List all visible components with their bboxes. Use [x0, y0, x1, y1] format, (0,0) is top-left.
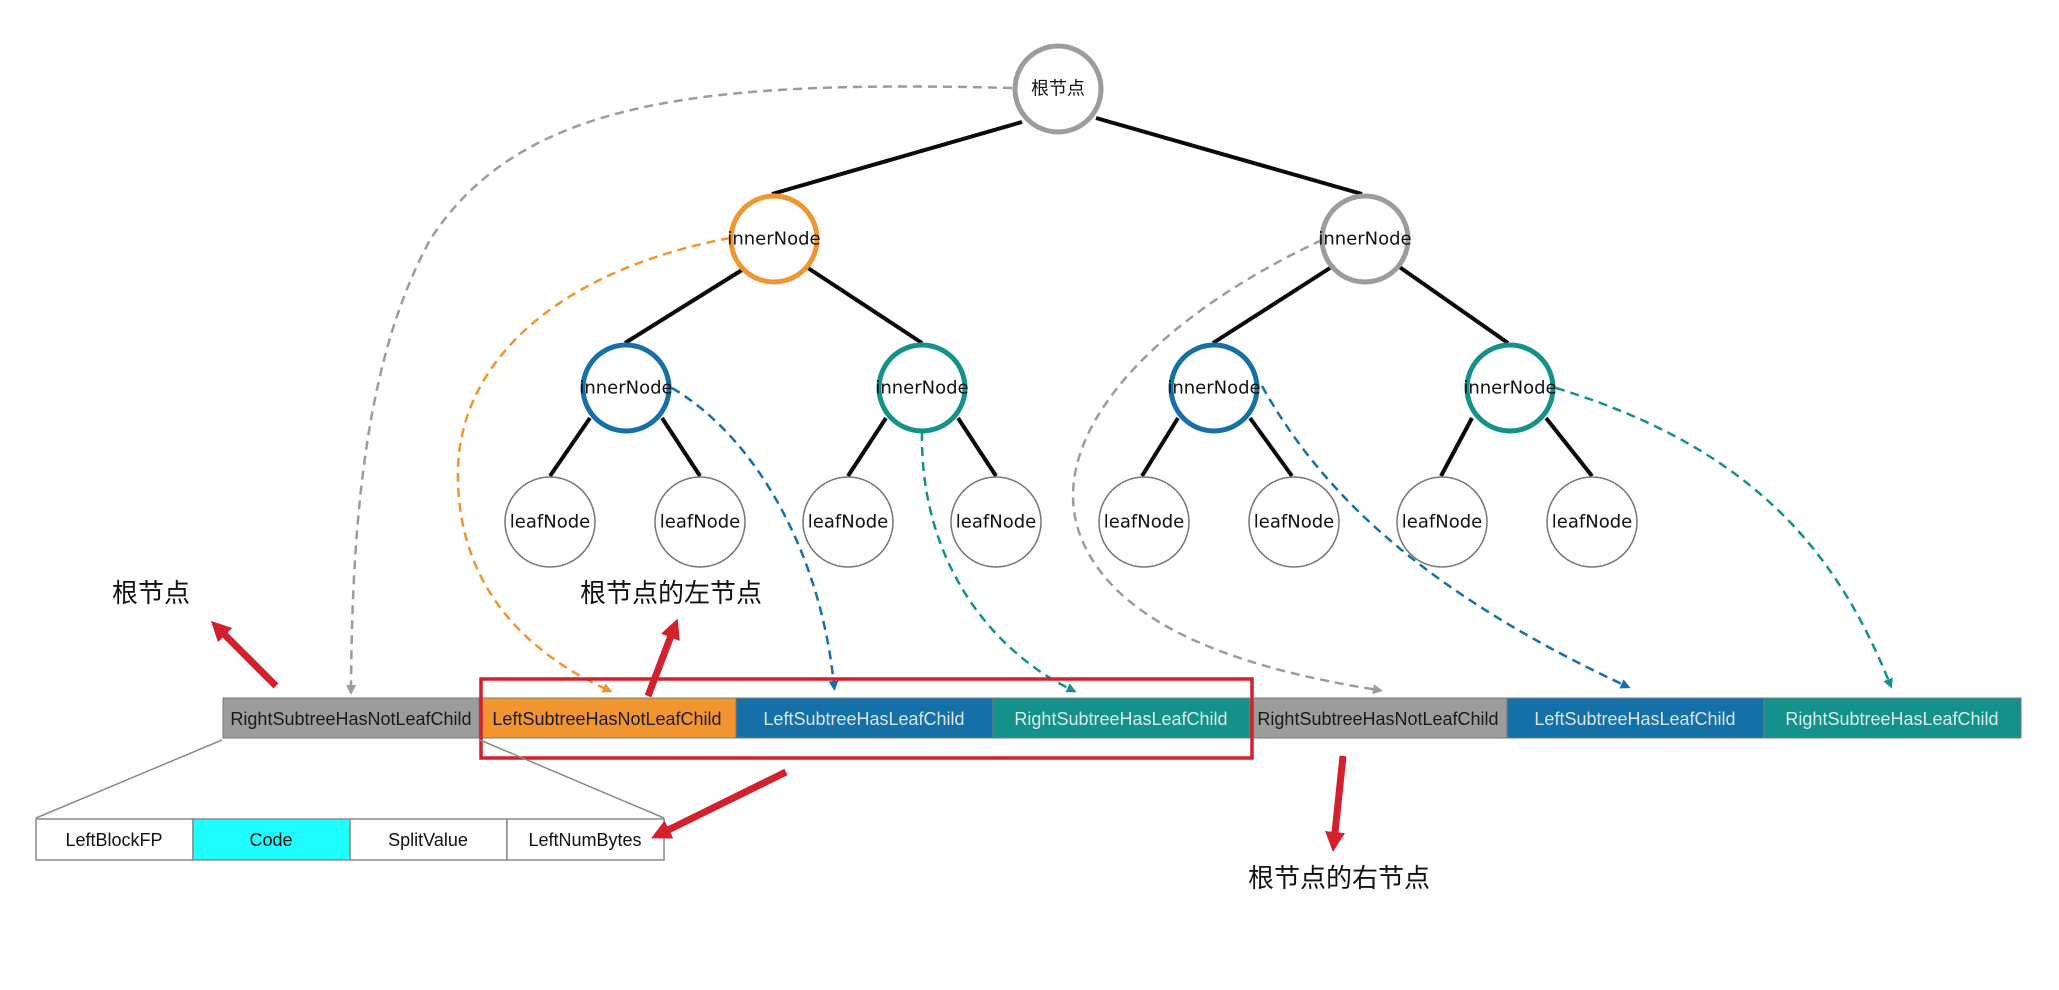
inner-node-label: innerNode	[1167, 378, 1260, 399]
edge-inner-right-rl	[1211, 266, 1332, 345]
inner-node-label: innerNode	[1463, 378, 1556, 399]
annotation-root-right: 根节点的右节点	[1248, 864, 1430, 894]
inner-node-label: innerNode	[579, 378, 672, 399]
leaf-node-label: leafNode	[808, 512, 888, 533]
inner-node-rl	[1168, 342, 1260, 434]
leaf-node	[1248, 476, 1340, 568]
red-arrow-detail	[651, 768, 788, 839]
node-labels: 根节点 innerNode innerNode innerNode innerN…	[510, 79, 1632, 533]
edge-ll-leaf1	[548, 416, 592, 478]
leaf-node	[1098, 476, 1190, 568]
inner-node-lr	[876, 342, 968, 434]
inner-node-rr	[1464, 342, 1556, 434]
edge-rl-leaf5	[1140, 416, 1180, 478]
detail-expansion: LeftBlockFP Code SplitValue LeftNumBytes	[35, 739, 665, 861]
detail-cell	[506, 818, 665, 861]
inner-lr-to-cell-arrow	[920, 431, 1077, 693]
edge-inner-left-lr	[806, 266, 924, 345]
root-node	[1012, 43, 1104, 135]
leaf-node-label: leafNode	[956, 512, 1036, 533]
leaf-node-label: leafNode	[1402, 512, 1482, 533]
array-cell-label: RightSubtreeHasNotLeafChild	[230, 709, 471, 729]
array-cell-label: LeftSubtreeHasNotLeafChild	[492, 709, 721, 729]
tree-edges	[548, 116, 1594, 478]
leaf-node	[504, 476, 596, 568]
red-annotation-arrows	[210, 618, 1347, 852]
inner-node-label: innerNode	[875, 378, 968, 399]
leaf-node	[1396, 476, 1488, 568]
annotation-texts: 根节点 根节点的左节点 根节点的右节点	[112, 579, 1430, 894]
inner-left-to-cell-arrow	[456, 236, 731, 693]
tree-nodes	[504, 43, 1638, 568]
leaf-node	[802, 476, 894, 568]
edge-lr-leaf4	[956, 416, 998, 478]
annotation-root-left: 根节点的左节点	[580, 579, 762, 609]
red-arrow-right-child	[1325, 755, 1347, 852]
array-cell	[478, 697, 737, 739]
leaf-node-label: leafNode	[510, 512, 590, 533]
array-cell	[222, 697, 480, 739]
root-node-label: 根节点	[1031, 79, 1085, 100]
inner-node-ll	[580, 342, 672, 434]
inner-node-label: innerNode	[1318, 229, 1411, 250]
highlight-box	[479, 677, 1254, 760]
detail-cell-label: Code	[249, 830, 292, 850]
edge-rl-leaf6	[1248, 416, 1294, 478]
edge-rr-leaf8	[1544, 416, 1594, 478]
leaf-node	[654, 476, 746, 568]
edge-rr-leaf7	[1439, 417, 1474, 477]
detail-cell-label: LeftNumBytes	[528, 830, 641, 850]
leaf-node-label: leafNode	[1104, 512, 1184, 533]
leaf-node-label: leafNode	[1254, 512, 1334, 533]
array-cell	[1763, 697, 2022, 739]
red-arrow-root	[210, 620, 279, 689]
inner-node-left	[728, 193, 820, 285]
array-cell-label: LeftSubtreeHasLeafChild	[1534, 709, 1735, 729]
edge-inner-right-rr	[1396, 264, 1510, 345]
leaf-node-label: leafNode	[660, 512, 740, 533]
inner-ll-to-cell-arrow	[671, 386, 839, 691]
serialized-array: RightSubtreeHasNotLeafChild LeftSubtreeH…	[222, 697, 2022, 739]
inner-right-to-cell-arrow	[1071, 238, 1383, 695]
array-cell-label: LeftSubtreeHasLeafChild	[763, 709, 964, 729]
mapping-arrows	[346, 85, 1893, 695]
array-cell-label: RightSubtreeHasLeafChild	[1785, 709, 1998, 729]
inner-rl-to-cell-arrow	[1260, 385, 1631, 689]
inner-node-right	[1319, 193, 1411, 285]
detail-cell-label: SplitValue	[388, 830, 468, 850]
array-cell-label: RightSubtreeHasLeafChild	[1014, 709, 1227, 729]
inner-node-label: innerNode	[727, 229, 820, 250]
edge-root-right	[1095, 116, 1363, 196]
edge-inner-left-ll	[623, 268, 744, 345]
detail-cell-code	[192, 818, 351, 861]
leaf-node-label: leafNode	[1552, 512, 1632, 533]
edge-lr-leaf3	[846, 416, 888, 478]
leaf-node	[950, 476, 1042, 568]
annotation-root: 根节点	[112, 579, 190, 609]
array-cell	[735, 697, 994, 739]
expand-line-right	[479, 739, 665, 819]
edge-root-left	[771, 120, 1023, 196]
detail-cell	[349, 818, 508, 861]
root-to-cell-arrow	[346, 85, 1013, 695]
leaf-node	[1546, 476, 1638, 568]
edge-ll-leaf2	[660, 416, 702, 478]
inner-rr-to-cell-arrow	[1555, 386, 1893, 689]
expand-line-left	[35, 739, 223, 819]
red-arrow-left-child	[644, 618, 680, 698]
array-cell-label: RightSubtreeHasNotLeafChild	[1257, 709, 1498, 729]
detail-cell-label: LeftBlockFP	[65, 830, 162, 850]
